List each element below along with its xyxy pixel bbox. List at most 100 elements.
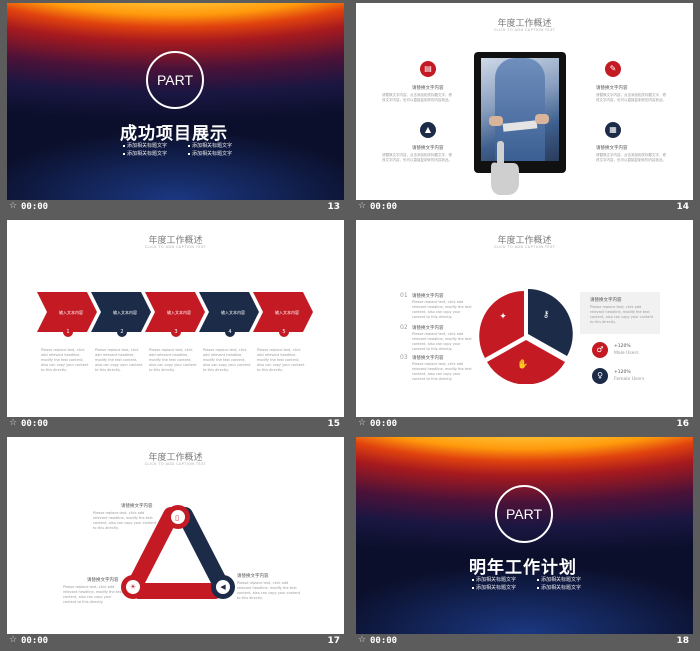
slide-duration: 00:00 — [21, 419, 49, 429]
step-number: 5 — [279, 327, 289, 337]
slide-thumbnail-17[interactable]: 年度工作概述 CLICK TO ADD CAPTION TEXT ▯ ☀ ◀ 请… — [7, 437, 344, 651]
bullet-item: 添加相关标题文字 — [472, 584, 516, 591]
row-title: 请替换文字内容 — [412, 326, 444, 331]
slide-title: 年度工作概述 — [148, 453, 203, 463]
slide-thumbnail-13[interactable]: PART 成功项目展示 添加相关标题文字 添加相关标题文字 添加相关标题文字 添… — [7, 3, 344, 217]
slide-footer: ☆ 00:00 18 — [356, 634, 693, 651]
slide-duration: 00:00 — [370, 419, 398, 429]
chevron-process — [37, 292, 313, 332]
row-number: 03 — [400, 354, 408, 361]
slide-number: 14 — [676, 202, 689, 212]
slide-canvas: PART 明年工作计划 添加相关标题文字 添加相关标题文字 添加相关标题文字 添… — [356, 437, 693, 634]
step-label: 输入文本内容 — [275, 310, 299, 315]
transition-star-icon[interactable]: ☆ — [9, 635, 18, 645]
row-number: 01 — [400, 292, 408, 299]
step-label: 输入文本内容 — [113, 310, 137, 315]
item-title: 请替换文字内容 — [237, 574, 269, 579]
step-label: 输入文本内容 — [221, 310, 245, 315]
row-title: 请替换文字内容 — [412, 356, 444, 361]
handshake-icon: ✋ — [517, 360, 529, 370]
slide-duration: 00:00 — [21, 202, 49, 212]
item-title: 请替换文字内容 — [412, 86, 444, 91]
transition-star-icon[interactable]: ☆ — [9, 201, 18, 211]
handshake-icon: ✦ — [499, 312, 507, 322]
slide-subtitle: CLICK TO ADD CAPTION TEXT — [493, 28, 556, 32]
slide-title: 年度工作概述 — [497, 19, 552, 29]
transition-star-icon[interactable]: ☆ — [358, 635, 367, 645]
blue-glow — [7, 130, 344, 200]
briefcase-icon: ▤ — [420, 61, 436, 77]
step-body: Please replace text, click add relevant … — [257, 348, 305, 372]
slide-thumbnail-18[interactable]: PART 明年工作计划 添加相关标题文字 添加相关标题文字 添加相关标题文字 添… — [356, 437, 693, 651]
female-label: Female Users — [614, 377, 645, 382]
step-label: 输入文本内容 — [167, 310, 191, 315]
step-body: Please replace text, click add relevant … — [41, 348, 89, 372]
item-body: Please replace text, click add relevant … — [93, 511, 157, 530]
slide-title: 年度工作概述 — [497, 236, 552, 246]
slide-number: 15 — [327, 419, 340, 429]
slide-duration: 00:00 — [370, 636, 398, 646]
step-body: Please replace text, click add relevant … — [95, 348, 143, 372]
slide-duration: 00:00 — [370, 202, 398, 212]
document-icon: ▯ — [175, 514, 179, 522]
microscope-icon: ✎ — [605, 61, 621, 77]
item-title: 请替换文字内容 — [596, 146, 628, 151]
item-title: 请替换文字内容 — [412, 146, 444, 151]
row-title: 请替换文字内容 — [412, 294, 444, 299]
slide-thumbnail-15[interactable]: 年度工作概述 CLICK TO ADD CAPTION TEXT 输入文本内容 … — [7, 220, 344, 434]
slide-title: 年度工作概述 — [148, 236, 203, 246]
megaphone-icon: ◀ — [220, 583, 226, 591]
row-body: Please replace text, click add relevant … — [412, 300, 472, 319]
bullet-item: 添加相关标题文字 — [123, 150, 167, 157]
slide-number: 13 — [327, 202, 340, 212]
graduation-cap-icon: ▲ — [420, 122, 436, 138]
item-body: 请替换文字内容，点击添加相关标题文字，修改文字内容，也可以直接复制你的内容到此。 — [382, 153, 452, 162]
slide-footer: ☆ 00:00 15 — [7, 417, 344, 434]
slide-number: 16 — [676, 419, 689, 429]
male-label: Male Users — [614, 351, 639, 356]
lightbulb-icon: ☀ — [129, 583, 137, 591]
slide-number: 17 — [327, 636, 340, 646]
info-box: 请替换文字内容 Please replace text, click add r… — [580, 292, 660, 334]
step-number: 4 — [225, 327, 235, 337]
transition-star-icon[interactable]: ☆ — [358, 201, 367, 211]
blue-glow — [356, 564, 693, 634]
slide-subtitle: CLICK TO ADD CAPTION TEXT — [493, 245, 556, 249]
three-part-circle — [479, 289, 573, 384]
step-label: 输入文本内容 — [59, 310, 83, 315]
transition-star-icon[interactable]: ☆ — [9, 418, 18, 428]
bullet-item: 添加相关标题文字 — [188, 142, 232, 149]
slide-thumbnail-16[interactable]: 年度工作概述 CLICK TO ADD CAPTION TEXT 01 请替换文… — [356, 220, 693, 434]
slide-number: 18 — [676, 636, 689, 646]
slide-duration: 00:00 — [21, 636, 49, 646]
part-ring: PART — [146, 51, 204, 109]
item-body: 请替换文字内容，点击添加相关标题文字，修改文字内容，也可以直接复制你的内容到此。 — [382, 93, 452, 102]
row-body: Please replace text, click add relevant … — [412, 332, 472, 351]
item-title: 请替换文字内容 — [87, 578, 119, 583]
slide-thumbnail-14[interactable]: 年度工作概述 CLICK TO ADD CAPTION TEXT ▤ ✎ ▲ ▦… — [356, 3, 693, 217]
bullet-item: 添加相关标题文字 — [472, 576, 516, 583]
slide-canvas: 年度工作概述 CLICK TO ADD CAPTION TEXT ▯ ☀ ◀ 请… — [7, 437, 344, 634]
part-ring: PART — [495, 485, 553, 543]
slide-footer: ☆ 00:00 17 — [7, 634, 344, 651]
slide-title: 成功项目展示 — [120, 124, 228, 144]
male-icon: ♂ — [592, 342, 608, 358]
female-icon: ♀ — [592, 368, 608, 384]
bullet-item: 添加相关标题文字 — [537, 576, 581, 583]
item-title: 请替换文字内容 — [596, 86, 628, 91]
slide-canvas: 年度工作概述 CLICK TO ADD CAPTION TEXT 输入文本内容 … — [7, 220, 344, 417]
transition-star-icon[interactable]: ☆ — [358, 418, 367, 428]
slide-footer: ☆ 00:00 14 — [356, 200, 693, 217]
slide-title: 明年工作计划 — [469, 558, 577, 578]
item-body: Please replace text, click add relevant … — [63, 585, 123, 604]
item-body: 请替换文字内容，点击添加相关标题文字，修改文字内容，也可以直接复制你的内容到此。 — [596, 153, 666, 162]
step-number: 3 — [171, 327, 181, 337]
pointing-hand-icon — [491, 141, 519, 195]
bullet-item: 添加相关标题文字 — [123, 142, 167, 149]
step-number: 2 — [117, 327, 127, 337]
slide-footer: ☆ 00:00 16 — [356, 417, 693, 434]
step-number: 1 — [63, 327, 73, 337]
male-percent: +120% — [614, 344, 631, 349]
row-number: 02 — [400, 324, 408, 331]
bullet-item: 添加相关标题文字 — [188, 150, 232, 157]
